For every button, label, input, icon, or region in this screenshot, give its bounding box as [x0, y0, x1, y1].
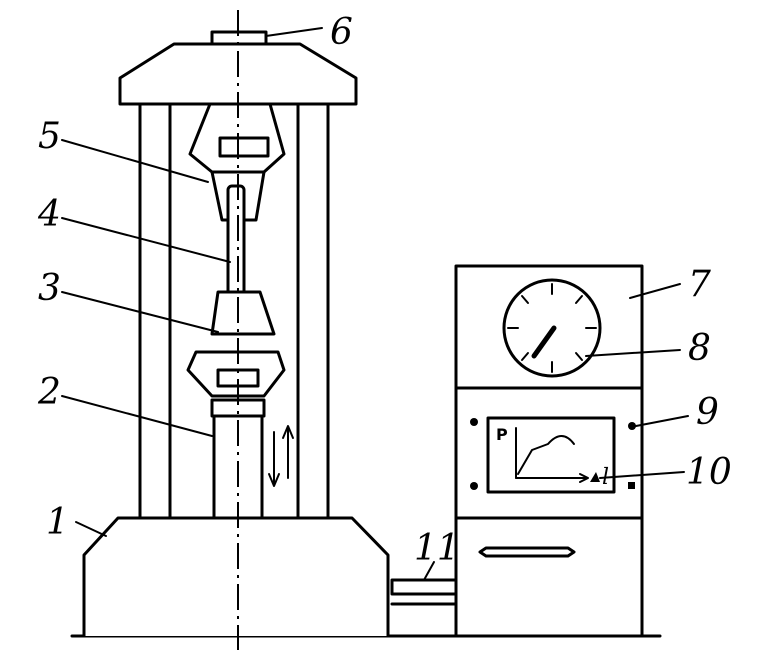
leader-lines: [61, 27, 689, 581]
lower-grip: [186, 290, 286, 398]
dial-needle: [531, 325, 557, 359]
drawer-handle: [478, 546, 576, 558]
label-1: 1: [46, 502, 69, 543]
frame-columns: [138, 102, 330, 520]
plot-y-label: P: [496, 425, 508, 444]
stress-strain-curve: [517, 435, 575, 475]
label-4: 4: [37, 194, 61, 235]
motion-arrows: [268, 425, 294, 487]
label-10: 10: [686, 452, 732, 493]
label-8: 8: [688, 328, 711, 369]
label-5: 5: [38, 116, 61, 157]
recorder-panel: [470, 416, 636, 494]
hydraulic-ram: [210, 398, 266, 520]
label-9: 9: [696, 392, 719, 433]
plot-x-label: l: [602, 465, 609, 490]
label-11: 11: [414, 528, 460, 569]
dial-gauge: [502, 278, 602, 378]
connector-pipe: [390, 578, 458, 596]
label-6: 6: [330, 12, 353, 53]
machine-base: [82, 516, 390, 638]
label-3: 3: [38, 268, 61, 309]
label-7: 7: [688, 264, 711, 305]
recorder-screen: [486, 416, 616, 494]
label-2: 2: [37, 372, 61, 413]
